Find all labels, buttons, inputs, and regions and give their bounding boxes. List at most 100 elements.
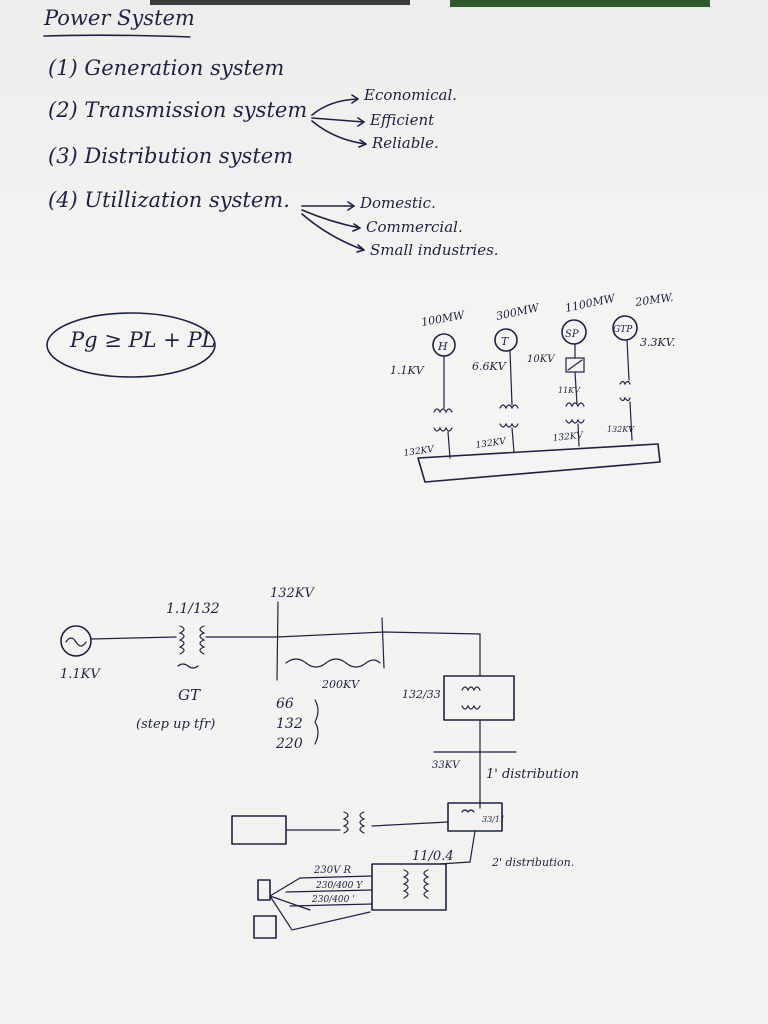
gtp-power-label: 20MW. <box>634 291 675 309</box>
solar-feeder-line <box>574 343 578 405</box>
generator-sine-icon <box>65 637 87 647</box>
load-transformer-primary-icon <box>342 811 349 834</box>
gt-secondary-winding-icon <box>199 625 206 655</box>
lv-service-lines <box>269 877 371 931</box>
gtp-bus-voltage-label: 132KV <box>607 425 635 434</box>
gt-note-label: (step up tfr) <box>136 717 215 732</box>
generator-voltage-label: 1.1KV <box>60 667 101 682</box>
thermal-bus-voltage-label: 132KV <box>475 437 508 451</box>
solar-transformer-secondary-icon <box>565 418 585 424</box>
transmission-arrows <box>311 94 367 148</box>
secondary-feeder-line <box>439 830 476 865</box>
title-underline <box>43 34 191 38</box>
gtp-transformer-primary-icon <box>619 380 631 386</box>
utilization-type-domestic: Domestic. <box>360 194 436 212</box>
hv-bus-right <box>381 617 385 669</box>
thermal-symbol: T <box>501 335 510 348</box>
lv-phase-lines <box>285 875 373 907</box>
voltage-level-66: 66 <box>276 696 294 712</box>
arrow-to-commercial <box>301 209 361 229</box>
arrow-to-small-industries <box>301 213 365 251</box>
gtp-transformer-secondary-icon <box>619 396 631 402</box>
thermal-feeder-line <box>509 350 513 406</box>
solar-gen-voltage-label: 10KV <box>527 354 556 365</box>
gtp-gen-voltage-label: 3.3KV. <box>640 336 675 349</box>
gt-symbol-squiggle-icon <box>177 663 199 669</box>
gt-primary-winding-icon <box>178 625 185 655</box>
solar-bus-voltage-label: 132KV <box>552 431 585 444</box>
load-transformer-secondary-icon <box>359 811 366 834</box>
substation-ratio-label: 132/33 <box>402 688 441 701</box>
gtp-symbol: GTP <box>613 325 633 335</box>
utilization-arrows <box>301 201 365 253</box>
solar-transformer-primary-icon <box>565 402 585 408</box>
voltage-level-220: 220 <box>275 736 303 752</box>
station-gas-turbine: GTP 20MW. 3.3KV. 132KV <box>607 291 675 441</box>
transmission-line <box>276 631 481 677</box>
substation-transformer-box <box>443 675 515 721</box>
thermal-bus-tap <box>511 427 515 453</box>
substation-secondary-winding-icon <box>461 704 481 710</box>
lv-line-label-2: 230/400 Y <box>315 881 363 891</box>
hydro-symbol: H <box>437 340 448 353</box>
load-feeder-line <box>285 821 449 831</box>
hydro-transformer-primary-icon <box>433 408 453 414</box>
gt-ratio-label: 1.1/132 <box>166 601 220 617</box>
thermal-power-label: 300MW <box>495 301 542 323</box>
solar-bus-tap <box>577 423 580 447</box>
list-item-transmission: (2) Transmission system <box>48 98 308 122</box>
arrowhead-reliable <box>358 139 367 148</box>
solar-power-label: 1100MW <box>564 291 618 315</box>
photo-edge-strip <box>150 0 710 7</box>
thermal-transformer-secondary-icon <box>499 422 519 428</box>
dist-ratio-label: 33/11 <box>482 815 505 824</box>
hydro-transformer-secondary-icon <box>433 426 453 432</box>
transmission-prop-economical: Economical. <box>364 86 458 104</box>
list-item-generation: (1) Generation system <box>48 56 285 80</box>
lv-primary-winding-icon <box>402 869 409 899</box>
list-item-distribution: (3) Distribution system <box>48 144 294 168</box>
generator-icon <box>60 625 92 657</box>
consumer-load-icon <box>253 915 277 939</box>
lv-line-label-1: 230V R <box>313 865 351 876</box>
gtp-generator-icon <box>612 315 638 341</box>
consumer-meter-icon <box>257 879 271 901</box>
secondary-distribution-label: 2' distribution. <box>491 856 574 869</box>
thermal-transformer-primary-icon <box>499 404 519 410</box>
station-solar: SP 1100MW 10KV 11KV 132KV <box>527 291 618 447</box>
hydro-bus-voltage-label: 132KV <box>403 445 436 459</box>
lv-lines: 230V R 230/400 Y 230/400 ' <box>253 865 373 939</box>
gen-to-gt-line <box>90 636 177 640</box>
list-item-utilization: (4) Utillization system. <box>48 188 290 212</box>
hydro-gen-voltage-label: 1.1KV <box>390 364 425 377</box>
utilization-type-commercial: Commercial. <box>366 218 463 236</box>
primary-voltage-label: 33KV <box>432 760 461 771</box>
hydro-bus-tap <box>447 431 451 459</box>
transmission-prop-efficient: Efficient <box>370 111 435 129</box>
station-thermal: T 300MW 6.6KV 132KV <box>472 301 542 453</box>
voltage-level-132: 132 <box>276 716 303 732</box>
equation-oval <box>46 312 216 378</box>
arrow-to-efficient <box>311 117 365 123</box>
voltage-brace-icon <box>314 699 319 745</box>
utilization-type-small-industries: Small industries. <box>370 241 499 259</box>
secondary-ratio-label: 11/0.4 <box>412 849 454 864</box>
thermal-generator-icon <box>494 328 518 352</box>
line-squiggle-icon <box>285 658 381 668</box>
solar-generator-icon <box>561 319 587 345</box>
solar-inverter-slash <box>567 359 583 371</box>
thermal-gen-voltage-label: 6.6KV <box>472 360 507 373</box>
station-hydro: H 100MW 1.1KV 132KV <box>390 308 467 459</box>
load-box <box>231 815 287 845</box>
lv-transformer-box <box>371 863 447 911</box>
transmission-prop-reliable: Reliable. <box>372 134 439 152</box>
solar-symbol: SP <box>565 329 579 340</box>
page-title: Power System <box>44 6 195 30</box>
hv-bus-left <box>276 601 279 681</box>
lv-secondary-winding-icon <box>423 869 430 899</box>
gtp-feeder-line <box>626 339 630 381</box>
power-balance-equation: Pg ≥ PL + PL <box>70 328 216 352</box>
arrow-to-economical <box>311 98 359 116</box>
